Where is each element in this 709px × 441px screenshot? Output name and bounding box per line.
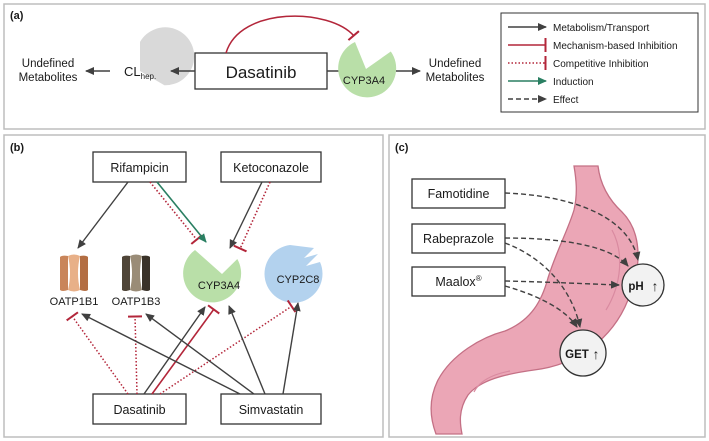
- rifampicin-label: Rifampicin: [110, 161, 168, 175]
- right-metabolites-line2: Metabolites: [426, 72, 485, 84]
- legend-label-induction: Induction: [553, 77, 594, 88]
- maalox-name: Maalox: [435, 275, 476, 289]
- left-metabolites-line2: Metabolites: [19, 72, 78, 84]
- dasatinib-label-a: Dasatinib: [226, 63, 297, 82]
- ph-circle: [621, 263, 665, 307]
- effect-maalox-to-ph: [504, 280, 620, 289]
- right-metabolites-line1: Undefined: [429, 58, 481, 70]
- legend-item-effect: Effect: [508, 95, 579, 106]
- effect-maalox-to-get: [504, 285, 578, 328]
- oatp1b1-transporter-icon: [60, 254, 88, 292]
- arrow-dasatinib-to-cyp3a4: [143, 306, 206, 395]
- maalox-box: [411, 266, 506, 297]
- clhep-label: CLhep.: [124, 64, 156, 81]
- cyp3a4-enzyme-icon-b: [183, 250, 242, 303]
- induction-rifampicin-cyp3a4: [156, 181, 207, 243]
- effect-rabeprazole-to-ph: [504, 237, 629, 267]
- panel-b-label: (b): [10, 142, 24, 154]
- arrow-simvastatin-to-cyp2c8: [282, 302, 301, 395]
- dasatinib-box-b: [92, 393, 187, 425]
- oatp1b1-label: OATP1B1: [50, 296, 99, 308]
- famotidine-box: [411, 178, 506, 209]
- inhibition-dasatinib-oatp1b3: [127, 315, 143, 395]
- cyp2c8-enzyme-icon: [264, 245, 323, 303]
- rabeprazole-label: Rabeprazole: [423, 232, 494, 246]
- cyp3a4-enzyme-icon-a: [338, 42, 397, 98]
- maalox-registered-mark: ®: [476, 274, 482, 283]
- legend-label-effect: Effect: [553, 95, 579, 106]
- rabeprazole-box: [411, 223, 506, 254]
- arrow-simvastatin-to-oatp1b1: [81, 313, 241, 395]
- simvastatin-box: [220, 393, 322, 425]
- legend-label-competitive: Competitive Inhibition: [553, 59, 649, 70]
- left-metabolites-line1: Undefined: [22, 58, 74, 70]
- effect-famotidine-to-ph: [504, 192, 641, 261]
- arrow-rifampicin-to-oatp1b1: [77, 181, 129, 249]
- dasatinib-label-b: Dasatinib: [113, 403, 165, 417]
- simvastatin-label: Simvastatin: [239, 403, 304, 417]
- legend-box: [500, 12, 699, 113]
- famotidine-label: Famotidine: [428, 187, 490, 201]
- cyp2c8-label: CYP2C8: [277, 274, 320, 286]
- mechanism-inhibition-dasatinib-cyp3a4: [151, 304, 220, 395]
- panel-a-label: (a): [10, 10, 24, 22]
- legend-item-metabolism: Metabolism/Transport: [508, 23, 650, 34]
- ph-label: pH: [628, 281, 643, 293]
- get-circle: [559, 329, 607, 377]
- arrow-ketoconazole-to-cyp3a4: [229, 181, 263, 249]
- legend-item-mechanism: Mechanism-based Inhibition: [508, 38, 678, 52]
- legend-label-metabolism: Metabolism/Transport: [553, 23, 650, 34]
- effect-rabeprazole-to-get: [504, 242, 583, 328]
- rifampicin-box: [92, 151, 187, 183]
- oatp1b3-label: OATP1B3: [112, 296, 161, 308]
- clhep-label-sub: hep.: [141, 72, 157, 81]
- panel-c-label: (c): [395, 142, 409, 154]
- duodenum-fold-line: [473, 370, 511, 393]
- cyp3a4-label-b: CYP3A4: [198, 280, 240, 292]
- stomach-fold-line: [605, 229, 621, 311]
- ph-arrow-up: ↑: [652, 278, 659, 294]
- legend-label-mechanism: Mechanism-based Inhibition: [553, 41, 678, 52]
- cyp3a4-label-a: CYP3A4: [343, 75, 385, 87]
- legend-item-induction: Induction: [508, 77, 594, 88]
- maalox-label: Maalox®: [435, 274, 481, 289]
- arrow-simvastatin-to-oatp1b3: [145, 313, 255, 395]
- arrow-simvastatin-to-cyp3a4: [228, 305, 266, 395]
- oatp1b3-transporter-icon: [122, 254, 150, 292]
- mechanism-inhibition-arc: [225, 15, 360, 54]
- clhep-label-main: CL: [124, 64, 141, 79]
- ketoconazole-box: [220, 151, 322, 183]
- get-label: GET: [565, 349, 589, 361]
- get-arrow-up: ↑: [593, 346, 600, 362]
- legend-item-competitive: Competitive Inhibition: [508, 56, 649, 70]
- ketoconazole-label: Ketoconazole: [233, 161, 309, 175]
